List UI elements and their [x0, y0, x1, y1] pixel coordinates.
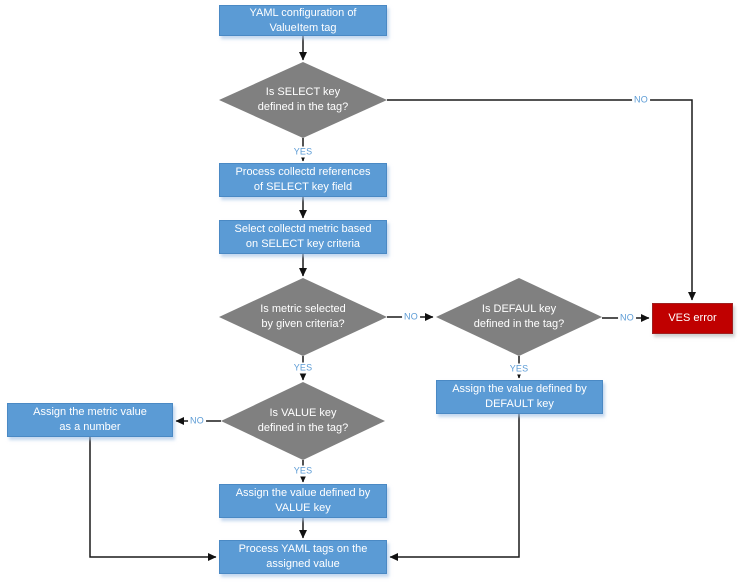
node-start-label: YAML configuration of ValueItem tag [249, 6, 357, 34]
edge-assignnumber-to-processtags [89, 437, 217, 561]
node-process-yaml-tags: Process YAML tags on the assigned value [219, 540, 387, 574]
edge-assigndefault-to-processtags [389, 414, 520, 561]
node-ves-error: VES error [652, 303, 733, 334]
node-metric-selected-decision-label: Is metric selected by given criteria? [260, 303, 346, 330]
node-process-references: Process collectd references of SELECT ke… [219, 163, 387, 197]
node-value-key-decision: Is VALUE key defined in the tag? [221, 382, 385, 460]
node-assign-metric-number-label: Assign the metric value as a number [33, 406, 147, 433]
node-value-key-decision-label: Is VALUE key defined in the tag? [257, 407, 349, 434]
edge-label-select-yes: YES [291, 146, 315, 158]
node-assign-value-label: Assign the value defined by VALUE key [235, 487, 371, 514]
edge-label-metric-yes: YES [291, 362, 315, 374]
node-default-key-decision: Is DEFAUL key defined in the tag? [436, 278, 602, 356]
edge-label-select-no: NO [632, 94, 650, 106]
edge-label-value-no: NO [188, 415, 206, 427]
edge-label-metric-no: NO [402, 311, 420, 323]
node-select-metric: Select collectd metric based on SELECT k… [219, 220, 387, 254]
node-select-key-decision: Is SELECT key defined in the tag? [219, 62, 387, 138]
edge-label-default-yes: YES [507, 363, 531, 375]
node-ves-error-label: VES error [668, 312, 717, 324]
edge-select-no-to-error [387, 99, 696, 301]
node-select-key-decision-label: Is SELECT key defined in the tag? [257, 86, 349, 113]
node-process-references-label: Process collectd references of SELECT ke… [235, 166, 371, 193]
node-assign-value: Assign the value defined by VALUE key [219, 484, 387, 518]
node-select-metric-label: Select collectd metric based on SELECT k… [234, 223, 372, 250]
node-assign-default: Assign the value defined by DEFAULT key [436, 380, 603, 414]
edge-label-value-yes: YES [291, 465, 315, 477]
node-process-yaml-tags-label: Process YAML tags on the assigned value [238, 543, 368, 570]
node-start: YAML configuration of ValueItem tag [219, 5, 387, 36]
node-default-key-decision-label: Is DEFAUL key defined in the tag? [473, 303, 565, 330]
edge-label-default-no: NO [618, 312, 636, 324]
node-assign-metric-number: Assign the metric value as a number [7, 403, 173, 437]
node-metric-selected-decision: Is metric selected by given criteria? [219, 278, 387, 356]
node-assign-default-label: Assign the value defined by DEFAULT key [452, 383, 587, 410]
